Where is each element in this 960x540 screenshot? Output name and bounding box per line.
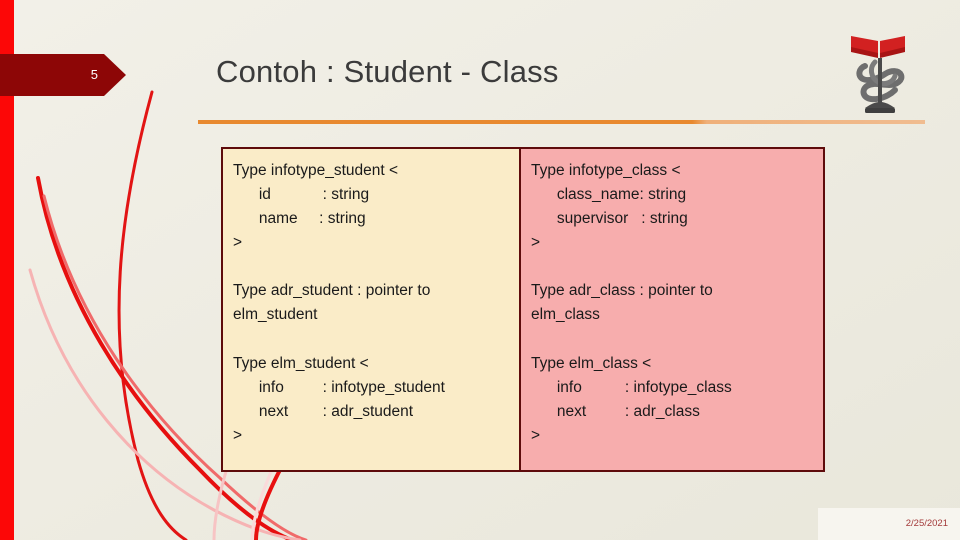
- type-definition-block: Type adr_student : pointer to elm_studen…: [233, 282, 431, 323]
- type-definition-block: Type elm_class < info : infotype_class n…: [531, 355, 732, 444]
- slide-number-label: 5: [90, 67, 98, 82]
- footer-band: [818, 508, 960, 540]
- slide-number-badge: 5: [0, 54, 126, 96]
- left-red-accent-bar: [0, 0, 14, 540]
- table-column-class: Type infotype_class < class_name: string…: [521, 149, 823, 470]
- slide-date: 2/25/2021: [905, 518, 948, 529]
- left-red-accent-bar-top: [0, 0, 14, 52]
- type-definition-block: Type infotype_student < id : string name…: [233, 162, 399, 251]
- table-column-student: Type infotype_student < id : string name…: [223, 149, 521, 470]
- university-emblem-logo: [851, 36, 905, 113]
- type-definition-block: Type adr_class : pointer to elm_class: [531, 282, 713, 323]
- page-title: Contoh : Student - Class: [216, 54, 559, 89]
- type-definition-block: Type infotype_class < class_name: string…: [531, 162, 688, 251]
- slide-number-badge-body: [0, 54, 104, 96]
- type-definition-block: Type elm_student < info : infotype_stude…: [233, 355, 445, 444]
- type-definition-table: Type infotype_student < id : string name…: [221, 147, 825, 472]
- title-underline-rule: [198, 120, 925, 124]
- slide-number-badge-arrow-tip: [104, 54, 126, 96]
